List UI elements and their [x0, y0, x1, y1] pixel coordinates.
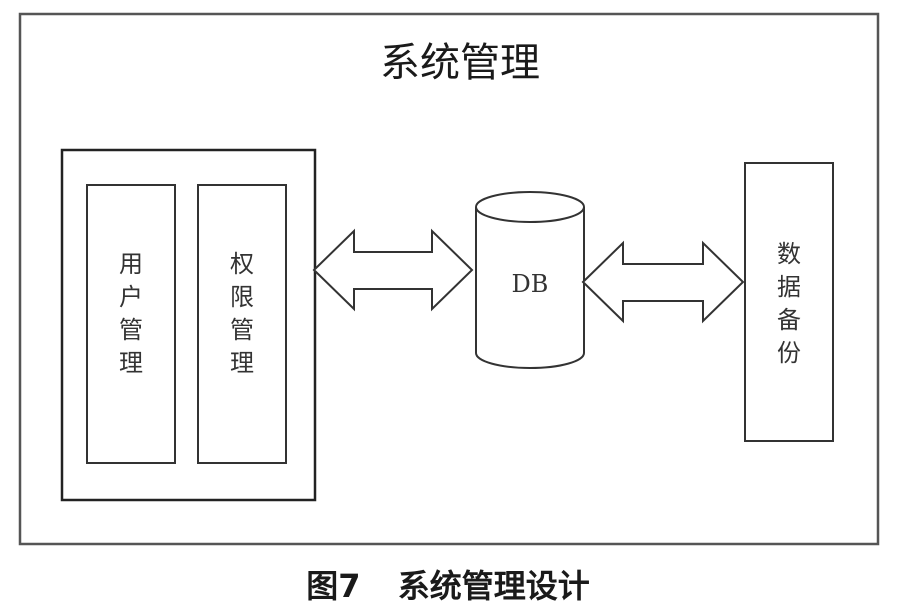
- label-char: 户: [119, 283, 143, 311]
- label-char: 理: [230, 349, 254, 377]
- data-backup-box: [744, 162, 834, 442]
- data-backup-label: 数据备份: [777, 240, 801, 367]
- left-double-arrow: [312, 228, 474, 312]
- figure-number: 图7: [306, 567, 360, 605]
- right-double-arrow: [581, 240, 745, 324]
- label-char: 限: [230, 283, 254, 311]
- label-char: 理: [119, 349, 143, 377]
- permission-management-label: 权限管理: [230, 250, 254, 377]
- label-char: 备: [777, 306, 801, 334]
- database-cylinder: [475, 191, 585, 369]
- label-char: 权: [230, 250, 254, 278]
- permission-management-box: [197, 184, 287, 464]
- figure-caption-text: 系统管理设计: [398, 567, 590, 605]
- label-char: 管: [119, 316, 143, 344]
- database-cylinder-body: [475, 207, 585, 369]
- label-char: 用: [119, 250, 143, 278]
- figure-caption: 图7 系统管理设计: [306, 567, 589, 605]
- label-char: 管: [230, 316, 254, 344]
- database-cylinder-top: [475, 191, 585, 223]
- user-management-label: 用户管理: [119, 250, 143, 377]
- label-char: 数: [777, 240, 801, 268]
- label-char: 份: [777, 339, 801, 367]
- frame-title: 系统管理: [380, 40, 540, 86]
- database-label: DB: [512, 270, 549, 298]
- user-management-box: [86, 184, 176, 464]
- label-char: 据: [777, 273, 801, 301]
